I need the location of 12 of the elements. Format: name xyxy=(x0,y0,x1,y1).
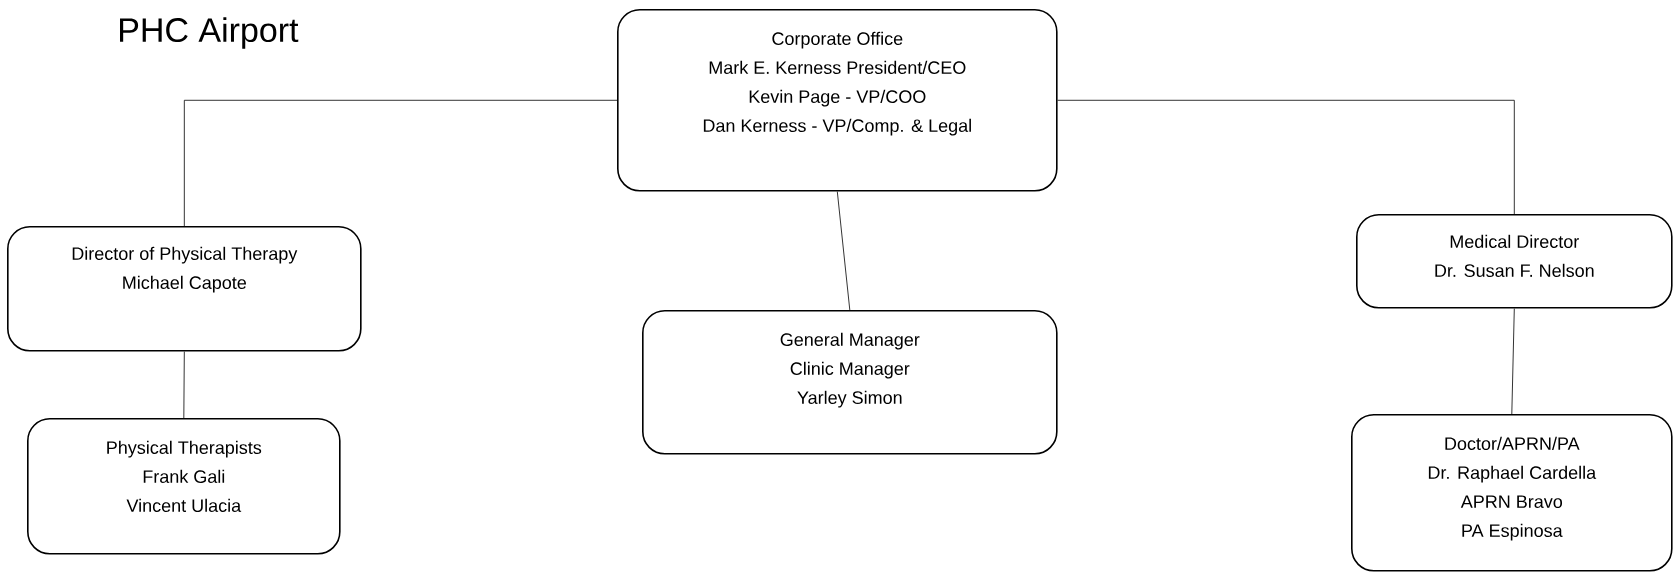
connector-line xyxy=(1511,308,1515,415)
org-box: Director of Physical Therapy Michael Capote xyxy=(7,226,362,352)
org-box: General Manager Clinic Manager Yarley Simon xyxy=(642,310,1058,455)
org-box: Medical Director Dr. Susan F. Nelson xyxy=(1356,214,1673,309)
connector-line xyxy=(836,191,851,311)
org-box: Doctor/APRN/PA Dr. Raphael Cardella APRN Bravo PA Espinosa xyxy=(1351,414,1673,572)
org-box: Corporate Office Mark E. Kerness President/CEO Kevin Page - VP/COO Dan Kerness - VP/Comp. & Legal xyxy=(617,9,1058,192)
title: PHC Airport xyxy=(120,17,299,49)
connector-line xyxy=(183,351,185,419)
connector-line xyxy=(1057,99,1515,215)
org-box: Physical Therapists Frank Gali Vincent Ulacia xyxy=(27,418,341,555)
connector-line xyxy=(183,99,618,227)
